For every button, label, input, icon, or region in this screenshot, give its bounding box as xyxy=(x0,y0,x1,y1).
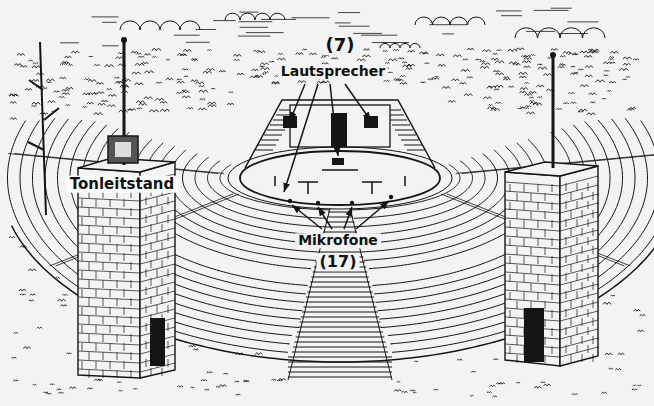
tree-trunk xyxy=(28,42,59,215)
leader-arrow xyxy=(318,207,332,229)
leader-arrow xyxy=(290,84,305,121)
seating-row xyxy=(170,150,510,243)
stage-loudspeaker xyxy=(332,158,344,165)
loudspeaker-opening xyxy=(364,116,378,128)
tree-foliage xyxy=(9,48,646,397)
leader-arrow xyxy=(344,207,352,229)
callout-number: (7) xyxy=(323,35,358,55)
callout-number: (17) xyxy=(317,253,360,271)
orchestra-ring xyxy=(228,147,452,209)
leader-arrow xyxy=(356,201,389,229)
mast xyxy=(124,40,553,168)
microphone xyxy=(350,201,354,205)
tower-loudspeaker xyxy=(108,136,138,163)
clouds xyxy=(120,13,605,48)
central-stairs xyxy=(288,208,392,380)
tower-side xyxy=(140,162,175,378)
part-label: Lautsprecher xyxy=(278,64,388,79)
stage-partitions xyxy=(275,170,405,194)
mast-tip xyxy=(121,37,127,43)
tower-loudspeaker-cone xyxy=(115,142,131,157)
microphone xyxy=(316,201,320,205)
leader-arrow xyxy=(330,84,338,156)
seating-row xyxy=(158,147,523,252)
tower-side xyxy=(560,166,598,366)
leader-arrow xyxy=(345,84,371,121)
loudspeaker-opening xyxy=(283,116,297,128)
part-label: Tonleitstand xyxy=(67,176,178,193)
seating-row xyxy=(145,143,535,260)
seating-row xyxy=(108,132,573,285)
leader-arrow xyxy=(284,84,318,192)
tower-door xyxy=(150,318,165,366)
microphone xyxy=(288,199,292,203)
mast-tip xyxy=(550,52,556,58)
stage-floor xyxy=(240,151,440,205)
tower-bricks xyxy=(78,174,598,378)
tower-door xyxy=(524,308,544,362)
part-label: Mikrofone xyxy=(295,233,381,248)
seating-row xyxy=(133,139,548,268)
tower-front xyxy=(505,172,560,366)
microphone xyxy=(389,195,393,199)
side-steps xyxy=(255,110,425,150)
leader-arrow xyxy=(292,205,322,229)
